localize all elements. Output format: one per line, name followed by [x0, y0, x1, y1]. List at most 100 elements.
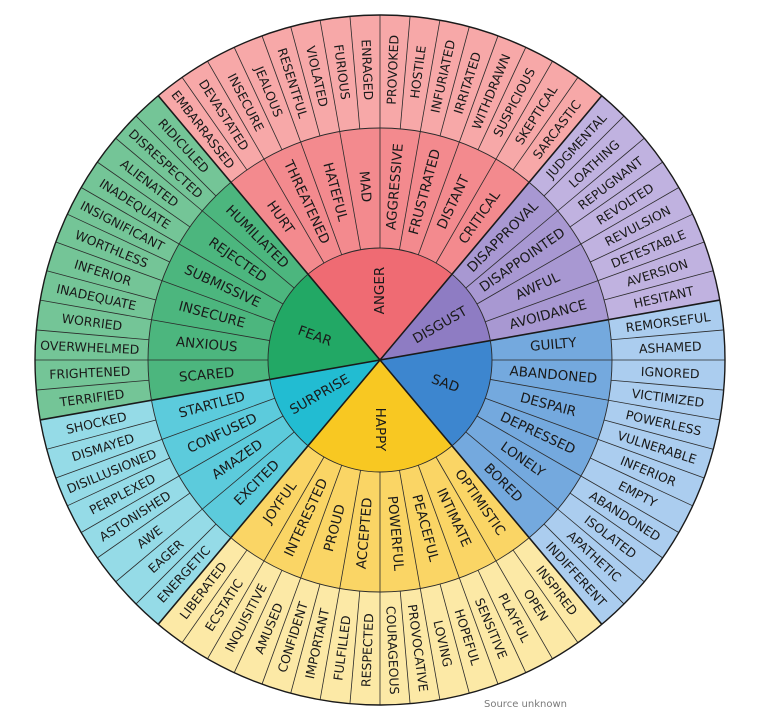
- core-surprise: [269, 360, 380, 446]
- middle-divider: [485, 397, 599, 440]
- middle-divider: [178, 415, 284, 477]
- outer-divider: [290, 26, 321, 137]
- outer-divider: [439, 26, 470, 137]
- middle-divider: [435, 158, 497, 264]
- outer-divider: [81, 187, 180, 245]
- middle-divider: [263, 158, 325, 264]
- outer-ring-fear: [34, 95, 231, 420]
- outer-divider: [233, 570, 283, 673]
- middle-divider: [485, 280, 599, 323]
- outer-divider: [597, 438, 705, 479]
- outer-divider: [97, 492, 191, 559]
- outer-feeling-label: COURAGEOUS: [383, 606, 402, 695]
- core-ring-border: [267, 247, 493, 473]
- outer-divider: [290, 583, 321, 694]
- outer-divider: [477, 47, 527, 150]
- sector-boundary: [379, 359, 603, 625]
- outer-divider: [261, 35, 302, 143]
- core-disgust: [380, 274, 491, 360]
- outer-feeling-label: HOSTILE: [407, 44, 429, 99]
- outer-divider: [597, 241, 705, 282]
- middle-divider: [476, 243, 582, 305]
- middle-divider: [417, 141, 460, 255]
- outer-divider: [590, 213, 693, 263]
- outer-divider: [55, 438, 163, 479]
- outer-divider: [233, 47, 283, 150]
- outer-divider: [349, 591, 361, 704]
- outer-feeling-label: FRIGHTENED: [49, 363, 131, 382]
- middle-divider: [300, 465, 343, 579]
- sector-boundary: [157, 359, 381, 625]
- outer-divider: [36, 379, 149, 391]
- outer-divider: [611, 379, 724, 391]
- outer-feeling-label: RESPECTED: [358, 613, 376, 687]
- outer-feeling-label: IGNORED: [641, 364, 700, 382]
- sector-fear: [34, 95, 380, 420]
- outer-divider: [580, 187, 679, 245]
- middle-ring-border: [147, 127, 613, 593]
- middle-divider: [435, 456, 497, 562]
- middle-divider: [339, 470, 361, 589]
- middle-divider: [399, 131, 421, 250]
- outer-divider: [512, 77, 579, 171]
- outer-divider: [115, 137, 203, 212]
- middle-feeling-label: ACCEPTED: [354, 497, 376, 570]
- middle-divider: [399, 470, 421, 589]
- sector-boundary: [157, 95, 381, 361]
- middle-feeling-label: ANXIOUS: [175, 334, 238, 355]
- outer-divider: [399, 591, 411, 704]
- outer-divider: [40, 299, 152, 321]
- outer-divider: [46, 270, 157, 301]
- middle-feeling-label: POWERFUL: [384, 495, 407, 572]
- outer-divider: [46, 419, 157, 450]
- outer-divider: [135, 523, 217, 605]
- outer-divider: [419, 20, 441, 132]
- outer-divider: [603, 419, 714, 450]
- outer-divider: [55, 241, 163, 282]
- outer-divider: [67, 213, 170, 263]
- middle-divider: [339, 131, 361, 250]
- middle-divider: [178, 243, 284, 305]
- sector-boundary: [40, 359, 381, 421]
- outer-divider: [557, 137, 645, 212]
- middle-divider: [300, 141, 343, 255]
- outer-divider: [261, 577, 302, 685]
- core-fear: [268, 274, 380, 380]
- core-emotion-label: HAPPY: [372, 408, 388, 452]
- outer-divider: [81, 475, 180, 533]
- middle-divider: [202, 210, 295, 289]
- middle-divider: [490, 379, 609, 401]
- sector-disgust: [380, 95, 720, 360]
- outer-divider: [495, 61, 553, 160]
- outer-divider: [557, 508, 645, 583]
- outer-feeling-label: ENRAGED: [359, 39, 377, 101]
- outer-divider: [458, 577, 499, 685]
- outer-divider: [349, 16, 361, 129]
- sector-boundary: [379, 299, 720, 361]
- middle-feeling-label: ABANDONED: [509, 363, 598, 387]
- middle-feeling-label: SCARED: [178, 365, 235, 386]
- outer-ring-sad: [529, 300, 725, 625]
- outer-divider: [181, 77, 248, 171]
- core-emotion-label: ANGER: [372, 267, 388, 315]
- outer-divider: [36, 329, 149, 341]
- outer-divider: [590, 457, 693, 507]
- outer-divider: [319, 588, 341, 700]
- outer-divider: [608, 399, 720, 421]
- outer-divider: [543, 115, 625, 197]
- middle-divider: [202, 431, 295, 510]
- core-anger: [308, 248, 452, 360]
- outer-divider: [569, 492, 663, 559]
- outer-divider: [135, 115, 217, 197]
- sector-boundary: [379, 95, 603, 361]
- middle-ring-sad: [451, 319, 612, 538]
- outer-divider: [543, 523, 625, 605]
- divider-lines: [34, 14, 726, 706]
- middle-divider: [417, 465, 460, 579]
- outer-divider: [477, 570, 527, 673]
- middle-feeling-label: MAD: [356, 170, 375, 203]
- outer-divider: [603, 270, 714, 301]
- outer-divider: [207, 560, 265, 659]
- outer-divider: [115, 508, 203, 583]
- outer-divider: [97, 161, 191, 228]
